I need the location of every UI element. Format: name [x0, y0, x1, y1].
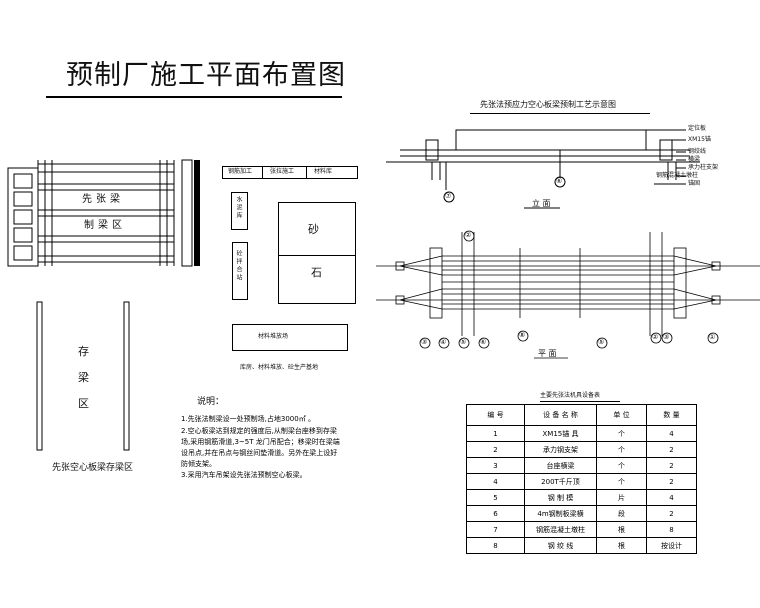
note-line-5: 防倾支架。 — [181, 460, 216, 468]
elevation-label: 立 面 — [532, 199, 551, 208]
cell: 段 — [596, 505, 647, 522]
cell: 个 — [596, 441, 647, 458]
cell: 4 — [646, 425, 697, 442]
cell: 7 — [466, 521, 525, 538]
title-underline — [46, 96, 342, 98]
header-unit: 单 位 — [596, 404, 647, 426]
plan-circle-j: ① — [709, 333, 716, 341]
plan-circle-d: ④ — [440, 338, 447, 346]
cell: 4 — [646, 489, 697, 506]
plan-circle-a: ② — [465, 231, 472, 239]
cement-store-label: 水泥库 — [235, 196, 242, 220]
cell: 3 — [466, 457, 525, 474]
living-caption: 库房、材料堆放、砼生产基地 — [240, 364, 319, 371]
cell: 5 — [466, 489, 525, 506]
note-line-3: 场,采用钢筋滑道,3~5T 龙门吊配合；移梁时在梁端 — [181, 438, 340, 446]
elev-circle-6: ⑥ — [556, 177, 563, 185]
plan-circle-g: ⑤ — [598, 338, 605, 346]
mixing-plant — [232, 242, 248, 300]
cell: 按设计 — [646, 537, 697, 554]
plan-circle-f: ⑥ — [480, 338, 487, 346]
page-title: 预制厂施工平面布置图 — [66, 60, 346, 91]
beam-zone-label: 制梁区 — [84, 220, 126, 231]
plan-circle-h: ② — [652, 333, 659, 341]
material-yard — [232, 324, 348, 351]
header-no: 编 号 — [466, 404, 525, 426]
plan-circle-i: ③ — [663, 333, 670, 341]
callout-crossbeam: 横梁 — [688, 156, 701, 163]
notes-heading: 说明： — [197, 397, 225, 407]
plan-circle-e: ⑤ — [460, 338, 467, 346]
callout-strand: 钢绞线 — [688, 148, 707, 155]
cell: 4 — [466, 473, 525, 490]
cell: 根 — [596, 537, 647, 554]
header-qty: 数 量 — [646, 404, 697, 426]
cell: 个 — [596, 457, 647, 474]
table-title: 主要先张法机具设备表 — [540, 392, 601, 399]
table-header-row: 编 号 设 备 名 称 单 位 数 量 — [466, 404, 697, 426]
storage-char-3: 区 — [78, 397, 89, 410]
cell: 2 — [646, 505, 697, 522]
cell: 2 — [646, 473, 697, 490]
cell: 200T千斤顶 — [524, 473, 597, 490]
office-label-2: 张拉施工 — [270, 168, 295, 175]
cell: 钢 制 模 — [524, 489, 597, 506]
mixing-plant-label: 砼拌合站 — [235, 250, 242, 282]
cell: 2 — [646, 457, 697, 474]
plan-circle-b: ⑧ — [519, 331, 526, 339]
storage-caption: 先张空心板梁存梁区 — [52, 463, 134, 473]
cell: 2 — [646, 441, 697, 458]
cell: 根 — [596, 521, 647, 538]
office-strip — [222, 166, 358, 179]
material-yard-label: 材料堆放场 — [258, 333, 289, 340]
cell: 承力钢支架 — [524, 441, 597, 458]
callout-positioning-plate: 定位板 — [688, 125, 707, 132]
cell: 台座横梁 — [524, 457, 597, 474]
cell: 个 — [596, 425, 647, 442]
elev-circle-7: ⑦ — [445, 192, 452, 200]
cell: 钢 绞 线 — [524, 537, 597, 554]
cell: 8 — [466, 537, 525, 554]
storage-char-2: 梁 — [78, 371, 89, 384]
cell: XM15锚 具 — [524, 425, 597, 442]
plan-circle-c: ③ — [421, 338, 428, 346]
note-line-1: 1.先张法制梁设一处预制场,占地3000㎡ 。 — [181, 415, 315, 423]
callout-pier: 钢筋混凝土墩柱 — [656, 172, 699, 179]
note-line-6: 3.采用汽车吊架设先张法预制空心板梁。 — [181, 471, 307, 479]
cell: 4m钢制板梁横 — [524, 505, 597, 522]
callout-anchor: XM15锚 — [688, 136, 711, 143]
plan-label: 平 面 — [538, 349, 557, 358]
cell: 钢筋混凝土墩柱 — [524, 521, 597, 538]
cell: 6 — [466, 505, 525, 522]
cell: 8 — [646, 521, 697, 538]
callout-support: 承力柱支架 — [688, 164, 719, 171]
cell: 片 — [596, 489, 647, 506]
cell: 2 — [466, 441, 525, 458]
note-line-4: 设吊点,并在吊点与钢丝间垫滑道。另外在梁上设好 — [181, 449, 338, 457]
note-line-2: 2.空心板梁达到规定的强度后,从制梁台座移到存梁 — [181, 427, 337, 435]
process-title: 先张法预应力空心板梁预制工艺示意图 — [480, 100, 616, 109]
cement-store — [231, 192, 248, 230]
header-name: 设 备 名 称 — [524, 404, 597, 426]
stone-label: 石 — [311, 266, 322, 279]
aggregate-yard — [278, 202, 356, 304]
office-label-1: 钢筋加工 — [228, 168, 253, 175]
cell: 个 — [596, 473, 647, 490]
sand-label: 砂 — [308, 223, 319, 236]
prestress-beam-label: 先张梁 — [82, 194, 124, 205]
cell: 1 — [466, 425, 525, 442]
callout-anchorage: 锚固 — [688, 180, 701, 187]
office-label-3: 材料库 — [314, 168, 333, 175]
storage-char-1: 存 — [78, 345, 89, 358]
